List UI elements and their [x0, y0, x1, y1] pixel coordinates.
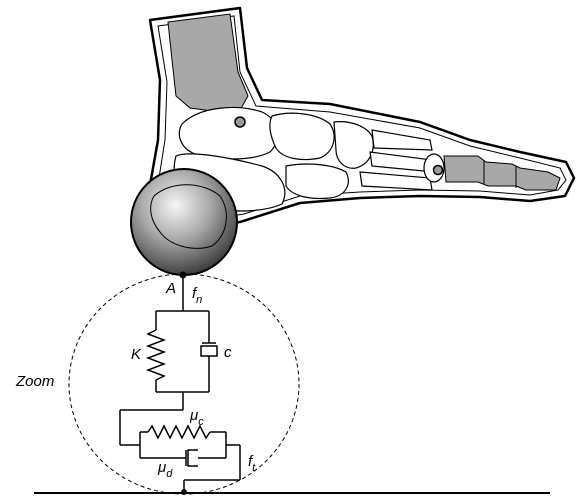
label-zoom: Zoom — [15, 373, 54, 390]
label-point-a: A — [165, 280, 176, 297]
label-damping-c: c — [224, 344, 232, 361]
navicular-bone — [270, 113, 334, 159]
friction-element — [120, 410, 240, 492]
cuboid-bone — [286, 164, 348, 199]
label-mu-c-sub: c — [198, 416, 204, 428]
heel-sphere — [131, 169, 237, 276]
label-fn: fn — [192, 285, 202, 306]
damper-c — [201, 346, 217, 356]
label-fn-sub: n — [196, 294, 202, 306]
viscous-damper — [188, 450, 198, 466]
ankle-joint-marker — [235, 117, 245, 127]
label-mu-c: μc — [189, 407, 204, 428]
stiffness-spring — [148, 330, 164, 380]
label-ft-sub: t — [252, 462, 256, 474]
label-mu-d: μd — [157, 459, 173, 480]
ground-contact-point — [181, 489, 187, 495]
normal-spring-damper — [148, 275, 217, 410]
label-ft: ft — [248, 453, 256, 474]
zoom-circle — [69, 274, 299, 494]
talus-bone — [179, 108, 277, 159]
label-stiffness-k: K — [131, 346, 142, 363]
label-mu-c-main: μ — [189, 407, 198, 424]
label-mu-d-main: μ — [157, 459, 166, 476]
mtp-joint-marker — [434, 166, 443, 175]
label-mu-d-sub: d — [166, 468, 173, 480]
